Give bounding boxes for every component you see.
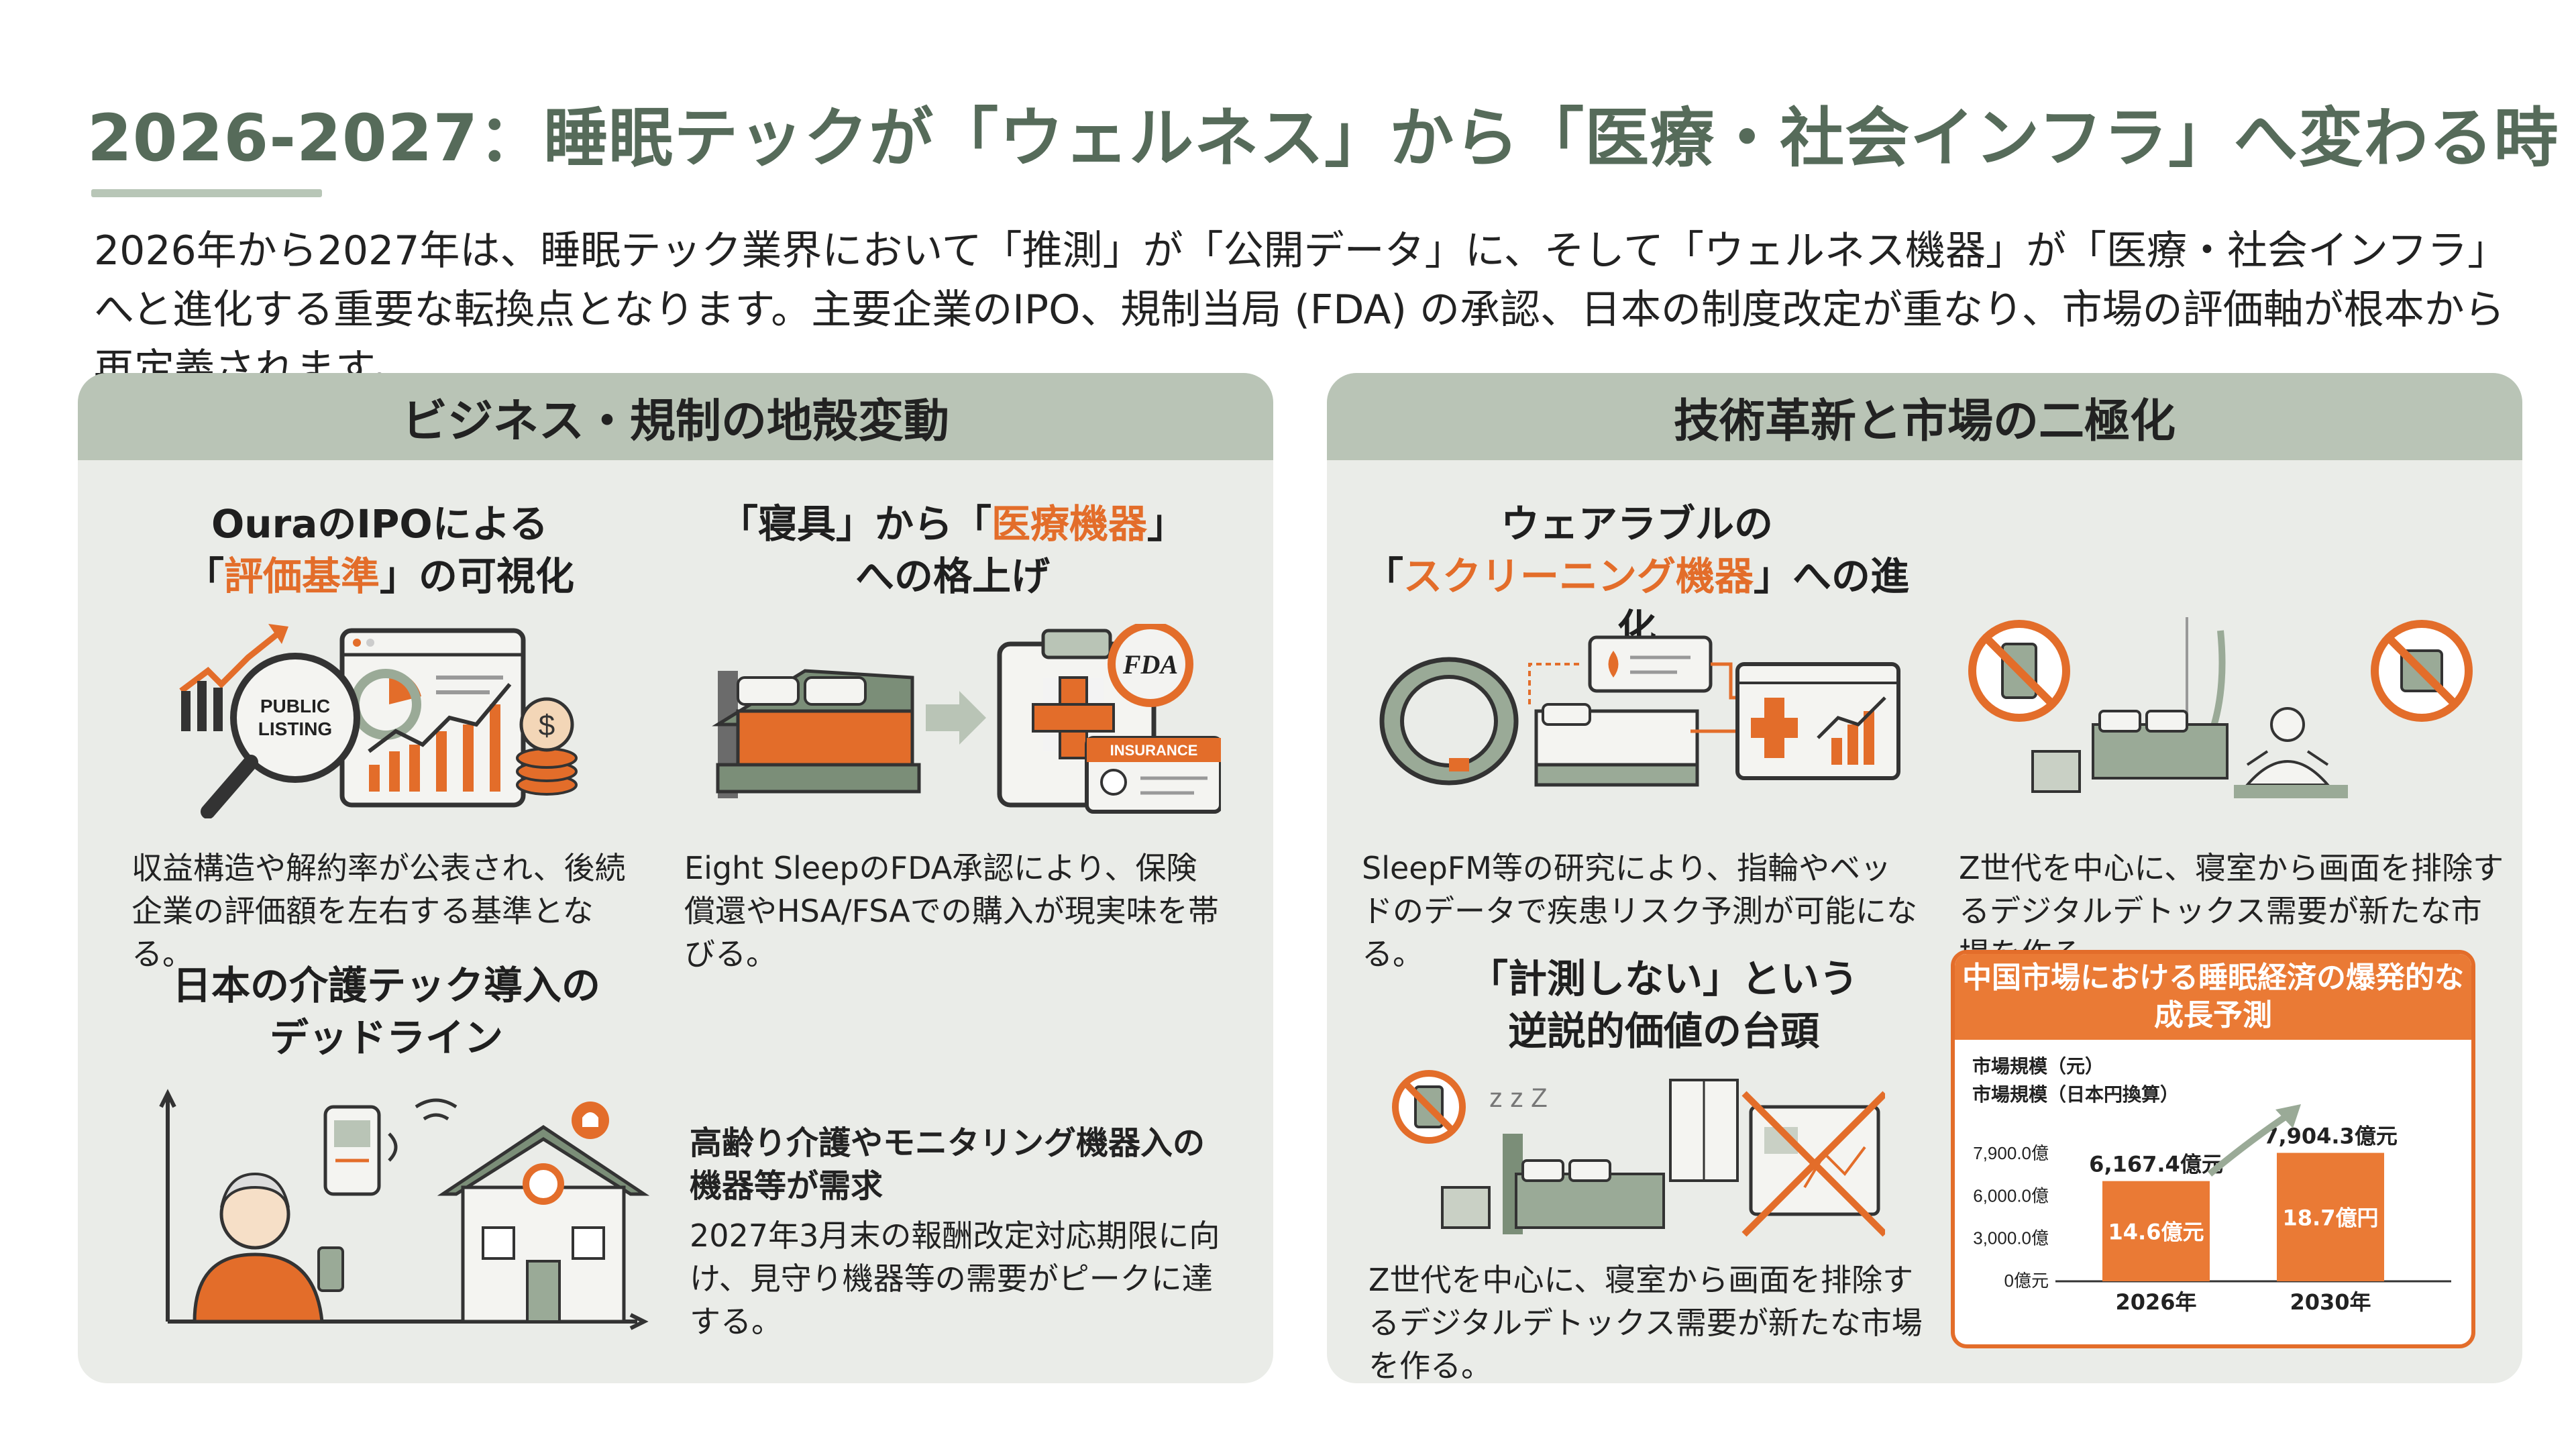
oura-title: OuraのIPOによる 「評価基準」の可視化: [184, 501, 575, 599]
bar-inner-label: 14.6億元: [2108, 1219, 2204, 1244]
bedding-body: Eight SleepのFDA承認により、保険償還やHSA/FSAでの購入が現実…: [684, 850, 1219, 972]
fda-label: FDA: [1122, 649, 1178, 680]
no-measure-title: 「計測しない」という 逆説的価値の台頭: [1468, 956, 1858, 1054]
growth-arrow: [2207, 1110, 2292, 1177]
bed-to-medical-icon: FDA INSURANCE: [712, 624, 1221, 814]
no-measure-bedroom-icon: z z Z: [1392, 1070, 1885, 1237]
ipo-chart-icon: PUBLIC LISTING $: [179, 624, 578, 818]
x-category-label: 2026年: [2115, 1289, 2196, 1315]
care-title: 日本の介護テック導入の デッドライン: [172, 963, 600, 1061]
badge-listing: LISTING: [258, 718, 332, 739]
care-body-bold: 高齢り介護やモニタリング機器入の機器等が需求: [690, 1124, 1205, 1205]
insurance-label: INSURANCE: [1110, 742, 1198, 759]
chart-plot: 7,900.0億 6,000.0億 3,000.0億 0億元 6,167.4億元 14.6…: [1973, 1104, 2451, 1315]
care-illustration: [159, 1089, 650, 1330]
bar-value-label: 6,167.4億元: [2089, 1152, 2223, 1177]
growth-arrowhead: [2275, 1104, 2301, 1128]
care-body: 高齢り介護やモニタリング機器入の機器等が需求 2027年3月末の報酬改定対応期限…: [690, 1122, 1226, 1343]
digital-detox-bedroom-icon: [1968, 617, 2473, 798]
oura-body: 収益構造や解約率が公表され、後続企業の評価額を左右する基準となる。: [131, 850, 626, 972]
svg-text:$: $: [539, 709, 555, 742]
bar: [2277, 1152, 2384, 1281]
intro-text: 2026年から2027年は、睡眠テック業界において「推測」が「公開データ」に、そ…: [94, 227, 2508, 392]
chart-title: 中国市場における睡眠経済の爆発的な成長予測: [1955, 954, 2471, 1040]
x-category-label: 2030年: [2290, 1289, 2371, 1315]
title-underline: [91, 189, 322, 197]
zzz-text: z z Z: [1489, 1083, 1548, 1113]
badge-public: PUBLIC: [260, 696, 330, 716]
y-tick-label: 0億元: [2004, 1271, 2049, 1291]
bedding-title: 「寝具」から「医療機器」 への格上げ: [718, 501, 1187, 599]
page-title: 2026-2027：睡眠テックが「ウェルネス」から「医療・社会インフラ」へ変わる…: [87, 101, 2559, 176]
y-tick-label: 3,000.0億: [1973, 1228, 2049, 1248]
bar-value-label: 7,904.3億元: [2263, 1124, 2398, 1149]
bar: [2102, 1181, 2210, 1281]
chart-ylabel-1: 市場規模（元）: [1972, 1055, 2104, 1077]
right-panel-header: 技術革新と市場の二極化: [1327, 373, 2522, 460]
left-panel-header: ビジネス・規制の地殻変動: [78, 373, 1273, 460]
wearable-title: ウェアラブルの 「スクリーニング機器」への進化: [1364, 501, 1910, 651]
detox-top-body: Z世代を中心に、寝室から画面を排除するデジタルデトックス需要が新たな市場を作る。: [1959, 850, 2504, 972]
ring-bed-data-icon: [1379, 635, 1900, 787]
no-measure-body: Z世代を中心に、寝室から画面を排除するデジタルデトックス需要が新たな市場を作る。: [1368, 1262, 1923, 1384]
y-tick-label: 6,000.0億: [1973, 1185, 2049, 1205]
y-tick-label: 7,900.0億: [1973, 1143, 2049, 1163]
bar-inner-label: 18.7億円: [2283, 1205, 2379, 1230]
wearable-body: SleepFM等の研究により、指輪やベッドのデータで疾患リスク予測が可能になる。: [1362, 850, 1917, 972]
care-body-text: 2027年3月末の報酬改定対応期限に向け、見守り機器等の需要がピークに達する。: [690, 1218, 1220, 1340]
chart-ylabel-2: 市場規模（日本円換算）: [1972, 1083, 2180, 1106]
